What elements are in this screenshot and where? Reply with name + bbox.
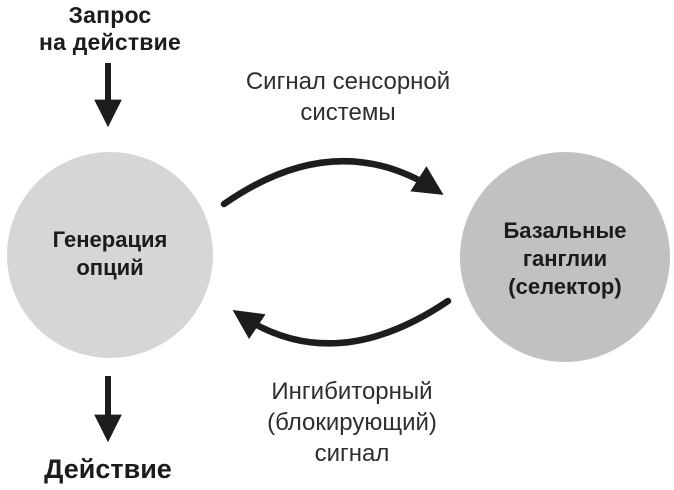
inhibitory-signal-label: Ингибиторный (блокирующий) сигнал xyxy=(202,376,502,469)
action-request-label: Запрос на действие xyxy=(0,2,220,56)
sensory-signal-line-1: Сигнал сенсорной xyxy=(245,68,451,95)
action-label: Действие xyxy=(44,454,172,484)
option-generation-label: Генерация опций xyxy=(10,226,210,282)
option-generation-line-2: опций xyxy=(76,255,144,280)
sensory-signal-label: Сигнал сенсорной системы xyxy=(198,66,498,128)
inhibitory-signal-arc-icon xyxy=(232,297,452,347)
basal-ganglia-circle xyxy=(460,152,670,362)
basal-ganglia-line-2: ганглии xyxy=(522,246,608,271)
inhibitory-signal-line-3: сигнал xyxy=(314,440,390,467)
action-request-line-1: Запрос xyxy=(68,2,152,28)
sensory-signal-arc-icon xyxy=(220,157,444,208)
action-request-line-2: на действие xyxy=(39,29,181,55)
option-generation-circle xyxy=(7,152,213,358)
option-generation-line-1: Генерация xyxy=(52,227,168,252)
inhibitory-signal-line-1: Ингибиторный xyxy=(271,378,433,405)
inhibitory-signal-line-2: (блокирующий) xyxy=(267,409,437,436)
basal-ganglia-line-1: Базальные xyxy=(503,218,627,243)
basal-ganglia-line-3: (селектор) xyxy=(508,274,622,299)
basal-ganglia-label: Базальные ганглии (селектор) xyxy=(458,217,672,301)
sensory-signal-line-2: системы xyxy=(300,99,396,126)
